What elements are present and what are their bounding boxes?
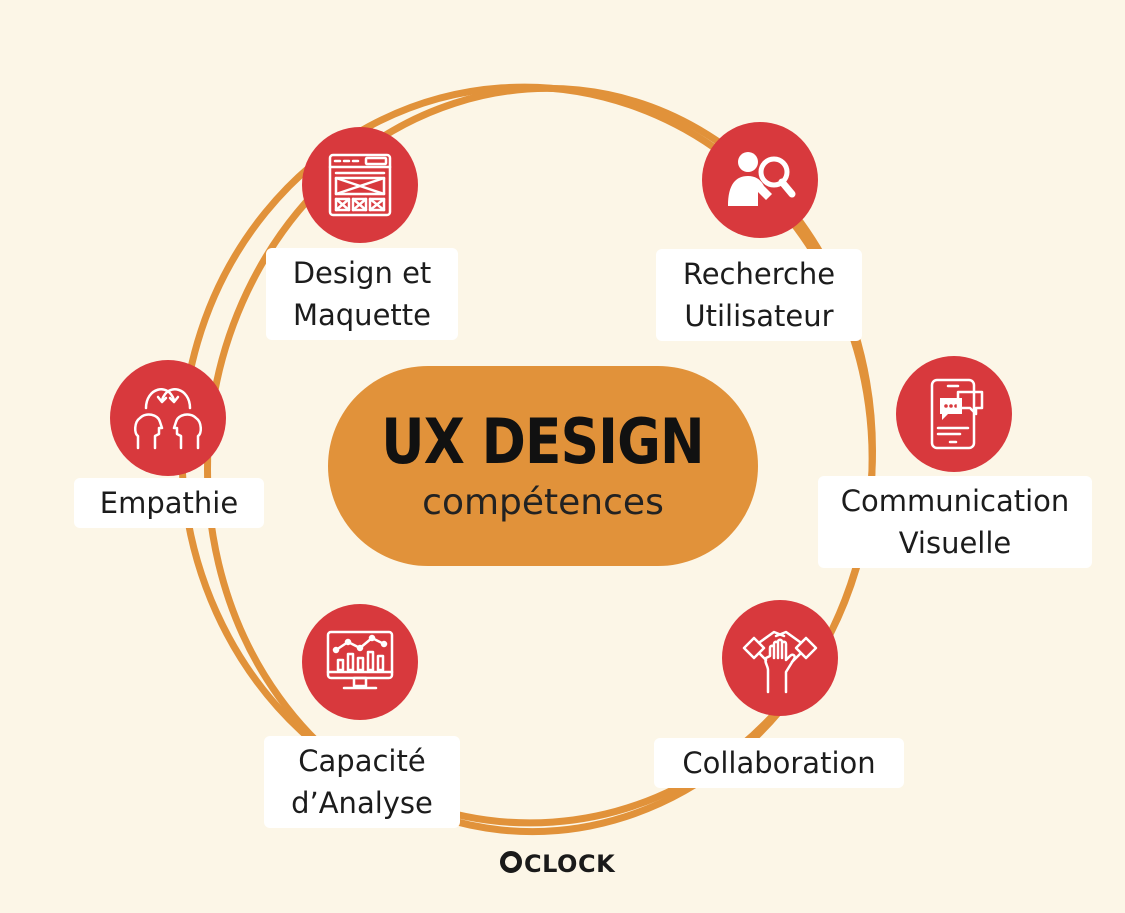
- center-title: UX DESIGN: [381, 405, 705, 478]
- center-pill: UX DESIGN compétences: [328, 366, 758, 566]
- phone-chat-bubbles-icon: [896, 356, 1012, 472]
- skill-label-collaboration: Collaboration: [654, 738, 904, 788]
- wireframe-browser-icon: [302, 127, 418, 243]
- joined-hands-icon: [722, 600, 838, 716]
- monitor-chart-icon: [302, 604, 418, 720]
- two-heads-exchange-icon: [110, 360, 226, 476]
- skill-label-empathie: Empathie: [74, 478, 264, 528]
- center-subtitle: compétences: [422, 482, 664, 523]
- brand-logo: CLOCK: [500, 846, 615, 882]
- brand-name: CLOCK: [524, 850, 616, 878]
- brand-o-ring: [500, 851, 522, 873]
- user-research-magnifier-icon: [702, 122, 818, 238]
